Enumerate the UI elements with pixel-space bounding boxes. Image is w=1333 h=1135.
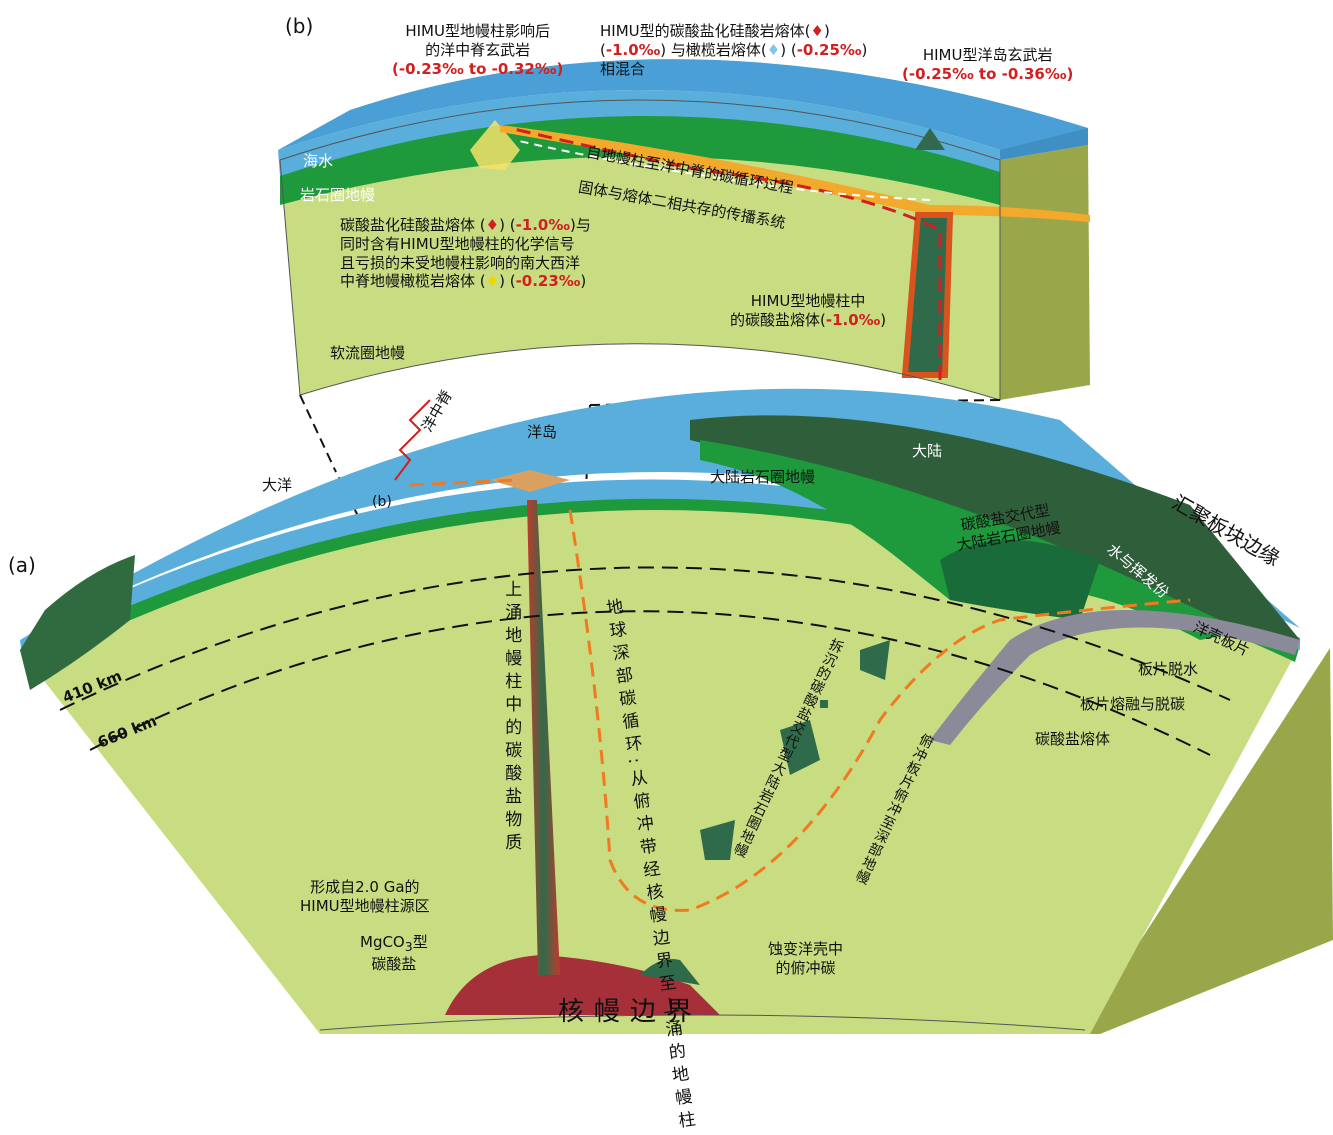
a-source-label: 形成自2.0 Ga的 HIMU型地幔柱源区 [300,878,430,915]
panel-a-label: (a) [8,553,36,577]
a-island-label: 洋岛 [527,423,558,441]
a-cmb-source [445,955,720,1015]
a-plume-conduit [527,500,560,975]
panel-a-section [20,388,1333,1034]
b-seawater-layer [278,90,1000,176]
a-melting-label: 板片熔融与脱碳 [1080,695,1186,713]
carbon-cycle-diagram [20,59,1333,1034]
panel-b-inset-label: (b) [372,494,392,510]
panel-b-block [278,59,1090,401]
a-altered-label: 蚀变洋壳中 的俯冲碳 [768,940,844,977]
b-asthenosphere-label: 软流圈地幔 [330,344,406,362]
a-ocean-label: 大洋 [262,476,293,494]
a-metasomatized-litho [940,540,1100,620]
a-carb-melt-label: 碳酸盐熔体 [1035,730,1111,748]
oib-note: HIMU型洋岛玄武岩 (-0.25‰ to -0.36‰) [902,46,1074,83]
mixing-note: HIMU型的碳酸盐化硅酸岩熔体(♦) (-1.0‰) 与橄榄岩熔体(♦) (-0… [600,22,868,78]
a-mgco3-label: MgCO3型 碳酸盐 [360,933,428,973]
a-cont-litho-label: 大陆岩石圈地幔 [710,468,816,486]
b-seawater-label: 海水 [303,152,334,170]
ridge-basalt-note: HIMU型地幔柱影响后 的洋中脊玄武岩 (-0.23‰ to -0.32‰) [392,22,564,78]
b-plume-note: HIMU型地幔柱中 的碳酸盐熔体(-1.0‰) [730,292,887,329]
a-continent-label: 大陆 [912,442,943,460]
b-lithosphere-label: 岩石圈地幔 [300,186,376,204]
b-melt-note: 碳酸盐化硅酸盐熔体 (♦) (-1.0‰)与 同时含有HIMU型地幔柱的化学信号… [340,216,591,291]
a-dehydration-label: 板片脱水 [1138,660,1199,678]
panel-b-label: (b) [285,14,314,38]
a-mantle [20,488,1300,1034]
a-cmb-label: 核幔边界 [558,997,703,1027]
b-asthenosphere [280,100,1000,400]
a-left-continent-litho [20,555,135,690]
a-slab [930,610,1300,745]
a-plume-carb-label: 上涌地幔柱中的碳酸盐物质 [501,580,522,856]
b-ridge-melt-zone [470,120,520,170]
a-sunken-blobs [700,640,890,860]
